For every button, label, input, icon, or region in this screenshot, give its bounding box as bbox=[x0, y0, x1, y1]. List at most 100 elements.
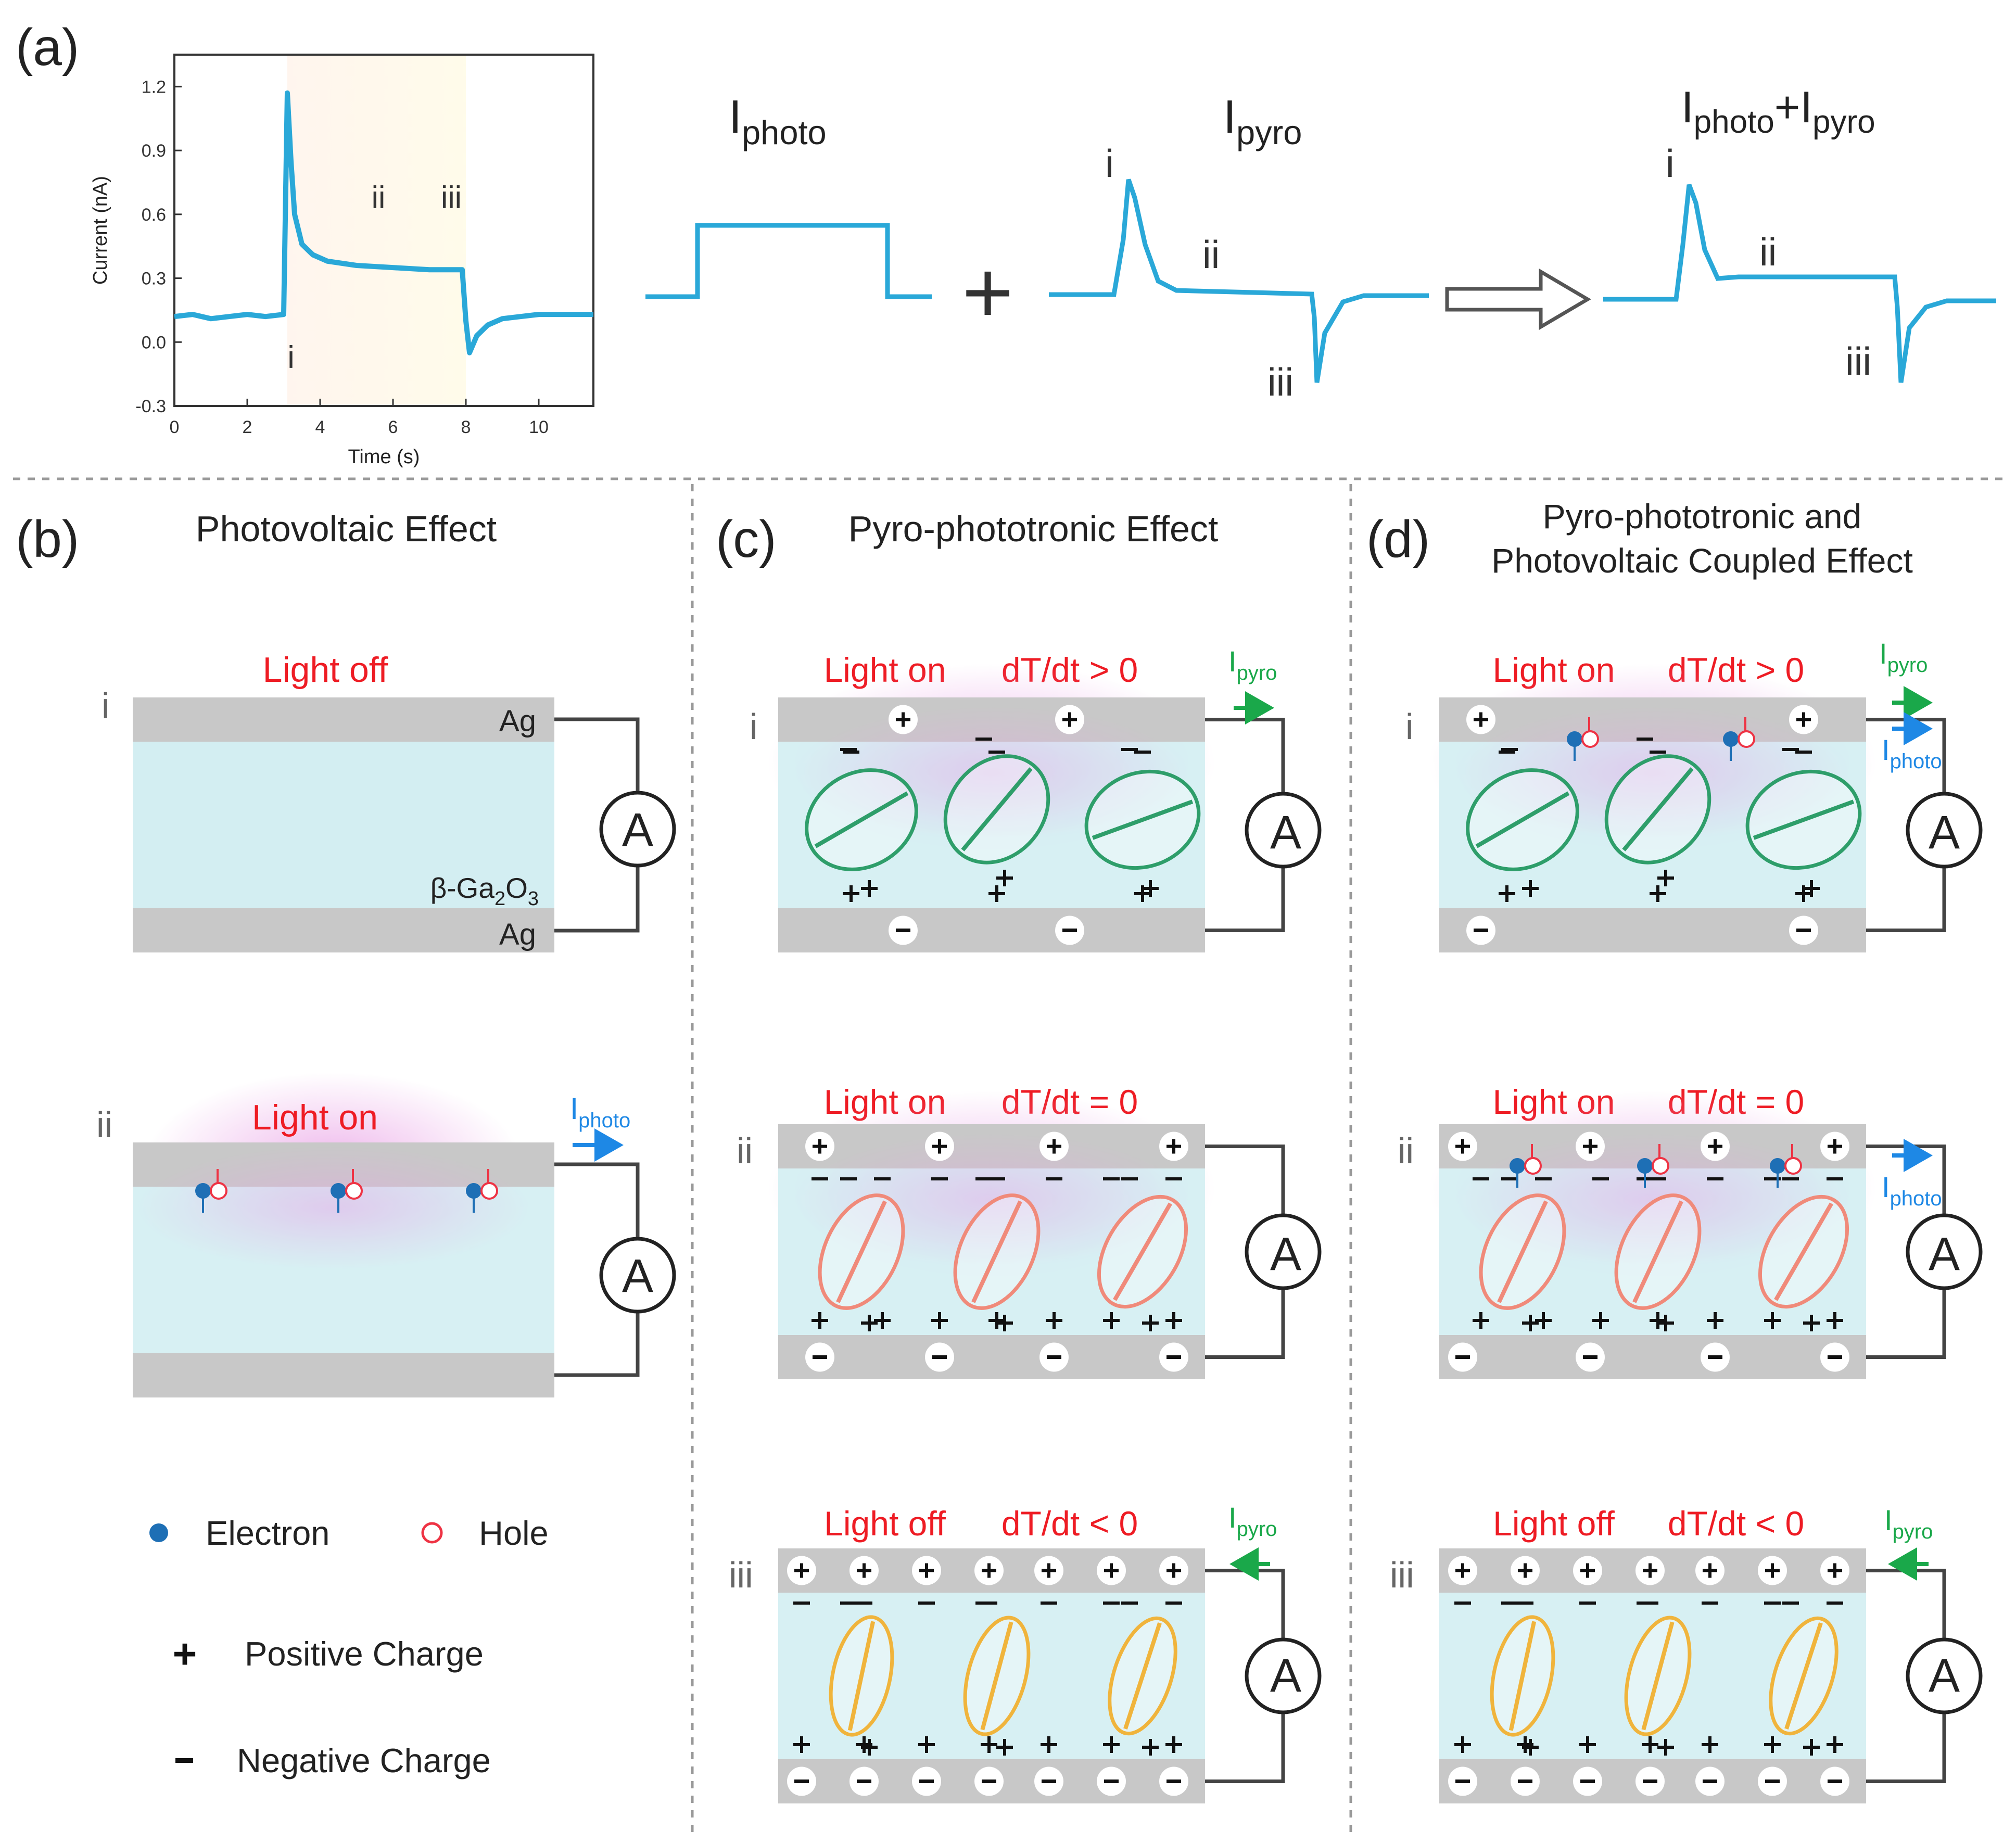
sum-stage-iii: iii bbox=[1845, 339, 1871, 383]
dipole-icon bbox=[1624, 1616, 1692, 1736]
electron-icon bbox=[1567, 731, 1582, 747]
panel-c-device-iii bbox=[778, 1547, 1322, 1803]
panel-b-row-i: i Light off Ag Ag β-Ga2O3 A bbox=[102, 650, 676, 952]
sum-schematic: Iphoto+Ipyro i ii iii bbox=[1603, 83, 1996, 383]
panel-d-label: (d) bbox=[1366, 510, 1430, 568]
panel-d-title-line2: Photovoltaic Coupled Effect bbox=[1491, 541, 1913, 580]
plus-sign: + bbox=[962, 243, 1013, 342]
hole-icon bbox=[1652, 1157, 1669, 1175]
positive-charge-icon: + bbox=[173, 1631, 197, 1677]
dipole-axis bbox=[1092, 799, 1194, 840]
dipole-axis bbox=[1632, 1200, 1683, 1303]
ammeter-icon bbox=[1906, 1637, 1983, 1714]
sum-stage-i: i bbox=[1666, 142, 1675, 185]
electron-hole-pairs bbox=[195, 1169, 498, 1213]
legend-hole: Hole bbox=[479, 1514, 549, 1552]
hole-icon bbox=[421, 1522, 443, 1544]
ammeter-label: A bbox=[1270, 1650, 1301, 1702]
panel-b-row-i-roman: i bbox=[102, 685, 110, 726]
iphoto-arrow-label: Iphoto bbox=[570, 1092, 630, 1132]
dipole-icon bbox=[1745, 769, 1862, 870]
dipole-icon bbox=[1108, 1616, 1177, 1736]
material-label: β-Ga2O3 bbox=[430, 872, 539, 910]
dipole-axis bbox=[1784, 1622, 1823, 1730]
dipole-icon bbox=[963, 1616, 1031, 1736]
x-tick-label: 10 bbox=[529, 417, 549, 437]
y-tick-label: 1.2 bbox=[142, 77, 166, 97]
rate-state: dT/dt < 0 bbox=[1668, 1504, 1804, 1543]
dipole-icon bbox=[1466, 768, 1579, 871]
ammeter-label: A bbox=[622, 804, 653, 856]
electron-icon bbox=[331, 1183, 346, 1199]
bottom-electrode bbox=[133, 1353, 554, 1397]
ipyro-arrow-label: Ipyro bbox=[1884, 1504, 1933, 1543]
light-on-shading bbox=[287, 55, 466, 406]
panel-b-row-ii-light: Light on bbox=[252, 1098, 378, 1137]
y-tick-label: 0.9 bbox=[142, 141, 166, 161]
dipole-axis bbox=[1641, 1621, 1675, 1731]
ipyro-trace bbox=[1049, 179, 1429, 383]
circuit-wire bbox=[1866, 1145, 1946, 1359]
ipyro-stage-ii: ii bbox=[1202, 233, 1220, 276]
dipole-icon bbox=[1769, 1616, 1839, 1736]
light-glow-inner bbox=[1455, 1132, 1850, 1267]
stage-label: ii bbox=[372, 180, 386, 215]
top-electrode bbox=[133, 697, 554, 742]
circuit-wire bbox=[554, 1162, 640, 1377]
dipole-axis bbox=[1774, 1202, 1833, 1301]
panel-c-title: Pyro-phototronic Effect bbox=[848, 509, 1219, 549]
iphoto-pulse-trace bbox=[645, 223, 932, 299]
ammeter-icon bbox=[599, 791, 676, 868]
sum-stage-ii: ii bbox=[1759, 230, 1777, 274]
panel-c-device-i bbox=[768, 664, 1322, 952]
x-tick-label: 4 bbox=[315, 417, 325, 437]
y-tick-label: 0.0 bbox=[142, 333, 166, 352]
ammeter-icon bbox=[1906, 792, 1983, 869]
ammeter-label: A bbox=[1929, 1228, 1960, 1280]
x-tick-label: 2 bbox=[243, 417, 252, 437]
plot-frame bbox=[173, 54, 594, 407]
electron-icon bbox=[466, 1183, 481, 1199]
x-axis-label: Time (s) bbox=[348, 446, 420, 468]
panel-b-row-ii-roman: ii bbox=[96, 1104, 112, 1145]
light-state: Light off bbox=[824, 1504, 946, 1543]
electron-hole-pair bbox=[1637, 1144, 1669, 1188]
ipyro-stage-i: i bbox=[1105, 142, 1114, 185]
dipole-axis bbox=[847, 1621, 876, 1731]
dipole-icon bbox=[1490, 1615, 1555, 1737]
bottom-electrode bbox=[133, 908, 554, 952]
dipole-icon bbox=[818, 1193, 905, 1310]
dipole-icon bbox=[1479, 1193, 1566, 1310]
panel-d-device-iii bbox=[1439, 1547, 1983, 1803]
hole-icon bbox=[1524, 1157, 1542, 1175]
hole-icon bbox=[1784, 1157, 1802, 1175]
hole-icon bbox=[480, 1182, 498, 1200]
rate-state: dT/dt < 0 bbox=[1001, 1504, 1138, 1543]
stage-label: i bbox=[287, 339, 294, 374]
dipole-axis bbox=[1622, 767, 1694, 851]
dipole-icon bbox=[943, 754, 1050, 865]
panel-b-label: (b) bbox=[16, 510, 79, 568]
legend-electron: Electron bbox=[206, 1514, 329, 1552]
hole-icon bbox=[345, 1182, 363, 1200]
y-tick-label: -0.3 bbox=[135, 397, 166, 416]
ipyro-label: Ipyro bbox=[1223, 91, 1302, 151]
sum-arrow bbox=[1445, 268, 1591, 331]
hole-icon bbox=[1581, 730, 1599, 748]
circuit-wire bbox=[1205, 718, 1285, 932]
panel-c-label: (c) bbox=[716, 510, 777, 568]
ammeter-label: A bbox=[1929, 807, 1960, 859]
circuit-wire bbox=[1866, 718, 1946, 932]
ammeter-icon bbox=[1245, 1213, 1322, 1290]
roman: ii bbox=[1398, 1130, 1414, 1171]
negative-charge-icon bbox=[175, 1758, 193, 1763]
dipole-icon bbox=[1097, 1194, 1188, 1309]
electron-hole-pair bbox=[195, 1169, 227, 1213]
ipyro-schematic: Ipyro i ii iii bbox=[1049, 91, 1429, 404]
dipole-axis bbox=[814, 791, 909, 848]
x-tick-label: 6 bbox=[388, 417, 398, 437]
circuit-wire bbox=[1205, 1145, 1285, 1359]
roman: i bbox=[750, 706, 758, 747]
